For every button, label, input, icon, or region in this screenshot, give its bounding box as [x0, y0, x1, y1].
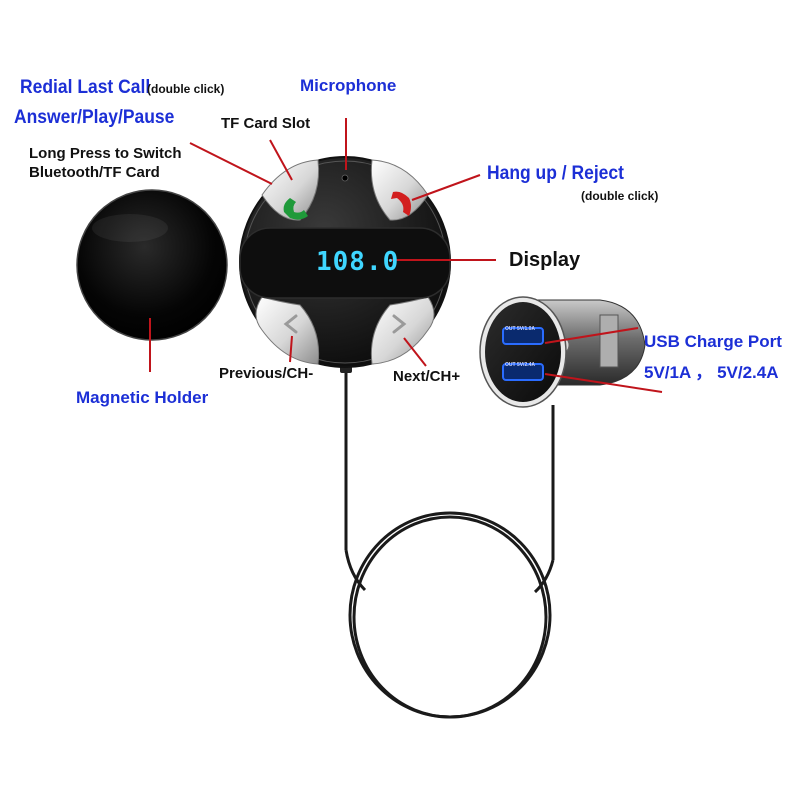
tf-card-slot-label: TF Card Slot — [221, 115, 311, 132]
transmitter-device — [239, 156, 451, 368]
previous-label: Previous/CH- — [219, 365, 314, 382]
hangup-phone-icon — [391, 191, 411, 216]
redial-label: Redial Last Call — [20, 77, 151, 98]
usb-port-2-label: OUT 5V/2.4A — [505, 362, 536, 368]
redial-note: (double click) — [147, 82, 225, 96]
cable — [344, 365, 555, 719]
next-chevron-icon — [392, 314, 407, 334]
hang-up-label: Hang up / Reject — [487, 163, 624, 184]
pointer-lines — [149, 118, 663, 393]
hang-up-note: (double click) — [581, 189, 659, 203]
usb-port-top — [502, 327, 544, 345]
usb-port-bottom — [502, 363, 544, 381]
answer-phone-icon — [283, 198, 308, 220]
display-label: Display — [509, 249, 581, 271]
next-label: Next/CH+ — [393, 368, 461, 385]
usb-port-1-label: OUT 5V/1.0A — [505, 326, 536, 332]
long-press-label-line2: Bluetooth/TF Card — [29, 164, 160, 181]
usb-charge-spec-label: 5V/1A ， 5V/2.4A — [644, 363, 779, 382]
previous-chevron-icon — [283, 314, 298, 334]
magnetic-holder — [76, 189, 228, 341]
display-readout: 108.0 — [316, 247, 400, 277]
previous-button-shell — [255, 296, 320, 365]
hangup-button-shell — [370, 159, 429, 221]
car-charger — [479, 296, 646, 408]
magnetic-holder-label: Magnetic Holder — [76, 388, 209, 407]
microphone-label: Microphone — [300, 76, 397, 95]
usb-charge-port-label: USB Charge Port — [644, 332, 782, 351]
next-button-shell — [370, 296, 435, 365]
long-press-label-line1: Long Press to Switch — [29, 145, 182, 162]
answer-label: Answer/Play/Pause — [14, 107, 175, 128]
